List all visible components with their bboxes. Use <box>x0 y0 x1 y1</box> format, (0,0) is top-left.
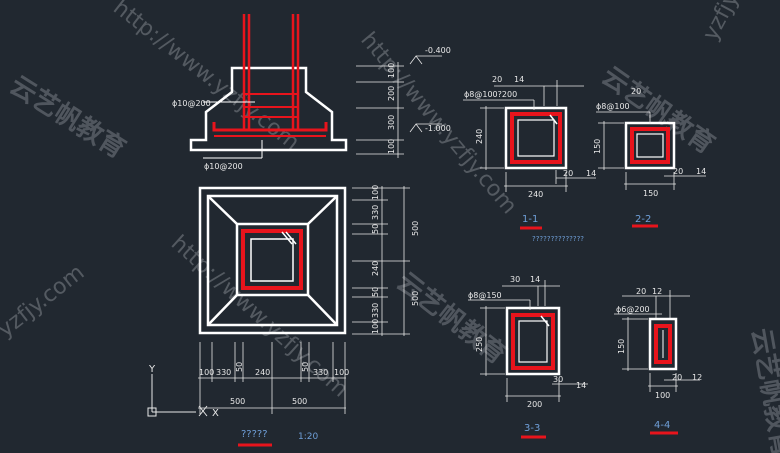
elevation-mark-top: -0.400 <box>425 46 451 55</box>
plan-bottom-dim-1: 100 <box>199 368 214 377</box>
plan-bottom-dim-3: 50 <box>235 362 244 372</box>
plan-bottom-total-2: 500 <box>292 397 307 406</box>
plan-step-square <box>206 194 339 327</box>
s11-rebar-note: ϕ8@100?200 <box>464 90 517 99</box>
plan-bottom-dim-7: 100 <box>334 368 349 377</box>
plan-title: ????? <box>241 429 268 440</box>
plan-right-dim-1: 100 <box>371 185 380 200</box>
s11-side-dim: 240 <box>475 129 484 144</box>
s22-cover-top: 20 <box>631 87 641 96</box>
s44-edge-top: 12 <box>652 287 662 296</box>
plan-bottom-dim-4: 240 <box>255 368 270 377</box>
plan-bottom-dim-5: 50 <box>301 362 310 372</box>
watermark-url-4: yzfjy <box>698 0 744 45</box>
plan-bottom-dim-chain <box>198 342 346 414</box>
s33-edge-top: 14 <box>530 275 540 284</box>
plan-hook-2 <box>281 231 293 245</box>
plan-right-dim-6: 330 <box>371 303 380 318</box>
plan-right-dim-chain <box>352 186 410 336</box>
watermark-brand-1: 云艺帆教育 <box>4 70 131 165</box>
s44-rebar-note: ϕ6@200 <box>616 305 650 314</box>
s44-bottom-dim: 100 <box>655 391 670 400</box>
s22-rebar-note: ϕ8@100 <box>596 102 630 111</box>
plan-right-total-2: 500 <box>411 291 420 306</box>
elevation-dim-chain <box>356 55 442 158</box>
s33-label: 3-3 <box>524 423 540 434</box>
s33-cover-bottom: 30 <box>553 375 563 384</box>
plan-right-dim-5: 50 <box>371 287 380 297</box>
s11-cover-top: 20 <box>492 75 502 84</box>
section-1-1 <box>463 80 596 192</box>
s44-cover-bottom: 20 <box>672 373 682 382</box>
s33-cover-top: 30 <box>510 275 520 284</box>
s11-edge-bottom: 14 <box>586 169 596 178</box>
plan-right-total-1: 500 <box>411 221 420 236</box>
s33-rebar-note: ϕ8@150 <box>468 291 502 300</box>
plan-right-dim-2: 330 <box>371 205 380 220</box>
section-4-4 <box>614 290 700 392</box>
section-2-2 <box>596 111 706 190</box>
s22-bottom-dim: 150 <box>643 189 658 198</box>
watermark-url-5: yzfjy.com <box>0 260 89 343</box>
plan-right-dim-3: 50 <box>371 224 380 234</box>
elev-dim-4: 100 <box>387 139 396 154</box>
plan-hook-1 <box>285 231 297 245</box>
plan-column-rebar <box>241 229 303 290</box>
s22-edge-bottom: 14 <box>696 167 706 176</box>
s11-label: 1-1 <box>522 214 538 225</box>
section-3-3 <box>468 280 588 402</box>
plan-bottom-dim-2: 330 <box>216 368 231 377</box>
footing-elevation <box>189 14 348 159</box>
plan-bottom-total-1: 500 <box>230 397 245 406</box>
top-bar-note: ϕ10@200 <box>172 99 211 108</box>
footing-plan <box>198 186 347 335</box>
elev-dim-3: 300 <box>387 115 396 130</box>
s11-cover-bottom: 20 <box>563 169 573 178</box>
plan-right-dim-4: 240 <box>371 261 380 276</box>
footing-outline <box>189 66 348 152</box>
s44-label: 4-4 <box>654 420 670 431</box>
s33-bottom-dim: 200 <box>527 400 542 409</box>
ucs-axis-icon <box>147 374 208 417</box>
s11-edge-top: 14 <box>514 75 524 84</box>
watermark-brand-4: 云艺帆教育 <box>745 326 780 453</box>
elev-dim-2: 200 <box>387 86 396 101</box>
s44-cover-top: 20 <box>636 287 646 296</box>
plan-column-inner <box>250 238 294 282</box>
plan-scale: 1:20 <box>298 432 318 442</box>
plan-outer-square <box>198 186 347 335</box>
axis-y-label: Y <box>148 364 156 375</box>
bottom-mesh-bar <box>212 122 328 132</box>
section-note: ?????????????? <box>532 235 584 243</box>
s44-side-dim: 150 <box>617 339 626 354</box>
s22-label: 2-2 <box>635 214 651 225</box>
s44-edge-bottom: 12 <box>692 373 702 382</box>
s22-side-dim: 150 <box>593 139 602 154</box>
watermark-brand-3: 云艺帆教育 <box>391 266 513 370</box>
s11-bottom-dim: 240 <box>528 190 543 199</box>
plan-right-dim-7: 100 <box>371 319 380 334</box>
bottom-bar-note: ϕ10@200 <box>204 162 243 171</box>
s22-cover-bottom: 20 <box>673 167 683 176</box>
elev-dim-1: 100 <box>387 63 396 78</box>
elevation-mark-bottom: -1.000 <box>425 124 451 133</box>
axis-x-label: X <box>212 408 219 419</box>
plan-column-outline <box>235 222 310 297</box>
s33-edge-bottom: 14 <box>576 381 586 390</box>
plan-bottom-dim-6: 330 <box>313 368 328 377</box>
s33-side-dim: 250 <box>475 337 484 352</box>
